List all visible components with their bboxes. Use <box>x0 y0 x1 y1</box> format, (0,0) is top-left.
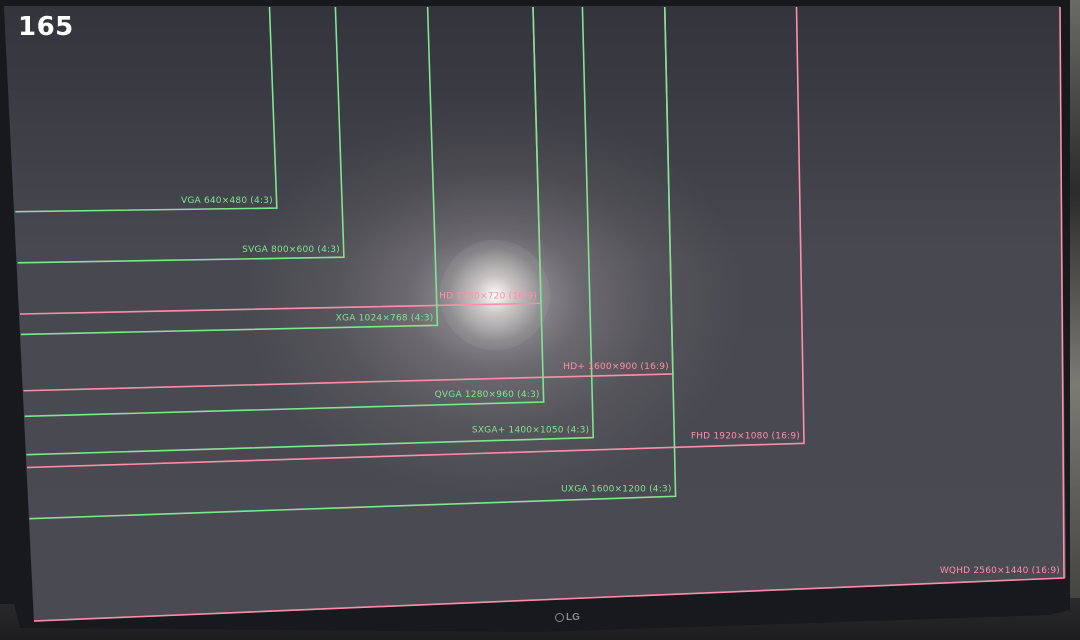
brand-logo: LG <box>555 612 580 623</box>
resolution-label-uxga: UXGA 1600×1200 (4:3) <box>561 484 671 494</box>
resolution-outline-wqhd <box>33 6 1065 622</box>
resolution-outline-xga <box>20 6 439 336</box>
resolution-label-qvga: QVGA 1280×960 (4:3) <box>435 390 540 400</box>
brand-label: LG <box>566 612 580 623</box>
resolution-label-sxga-: SXGA+ 1400×1050 (4:3) <box>472 426 589 436</box>
resolution-label-hd: HD 1280×720 (16:9) <box>439 291 537 301</box>
resolution-outline-uxga <box>29 6 677 520</box>
resolution-outline-svga <box>17 6 345 264</box>
resolution-outline-hd <box>19 6 542 315</box>
resolution-outline-qvga <box>24 6 545 418</box>
resolution-outline-hd- <box>23 6 674 392</box>
lg-logo-icon <box>555 613 564 622</box>
resolution-label-xga: XGA 1024×768 (4:3) <box>336 313 434 323</box>
resolution-outline-fhd <box>26 6 805 469</box>
resolution-label-wqhd: WQHD 2560×1440 (16:9) <box>940 566 1060 576</box>
resolution-label-vga: VGA 640×480 (4:3) <box>181 196 273 206</box>
resolution-label-hd-: HD+ 1600×900 (16:9) <box>563 362 669 372</box>
resolution-label-fhd: FHD 1920×1080 (16:9) <box>691 431 800 441</box>
light-glare <box>440 240 550 350</box>
refresh-rate-counter: 165 <box>18 12 74 42</box>
resolution-outline-vga <box>15 6 278 213</box>
resolution-label-svga: SVGA 800×600 (4:3) <box>242 245 340 255</box>
resolution-outline-sxga- <box>26 6 595 456</box>
